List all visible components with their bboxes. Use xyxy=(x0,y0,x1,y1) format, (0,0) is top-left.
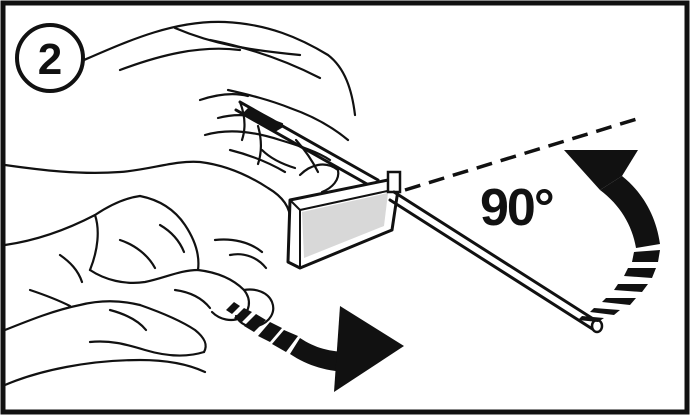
angle-label: 90° xyxy=(480,179,553,237)
lower-hand xyxy=(5,162,290,385)
step-badge: 2 xyxy=(17,25,83,91)
curved-arrow-right-icon xyxy=(226,302,404,392)
step-number: 2 xyxy=(38,35,62,84)
curved-arrow-up-icon xyxy=(564,150,660,322)
clip-holder xyxy=(288,172,400,268)
